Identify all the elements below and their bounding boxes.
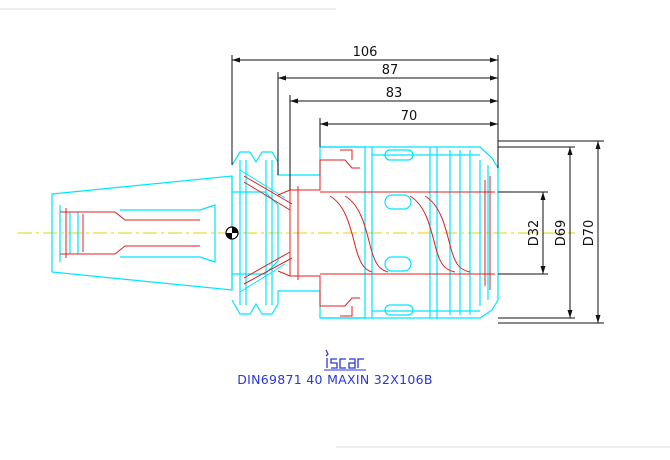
dim-bore-diameter: D32 bbox=[527, 220, 542, 247]
flange-hatch-cyan bbox=[239, 169, 286, 293]
center-point-marker bbox=[225, 226, 239, 240]
dimension-lines bbox=[231, 55, 604, 324]
dimension-arrows bbox=[232, 57, 601, 323]
drawing-caption: DIN69871 40 MAXIN 32X106B bbox=[237, 372, 433, 387]
flange-hatch bbox=[243, 175, 293, 285]
pull-stud-bore bbox=[60, 208, 200, 258]
dim-body-diameter: D69 bbox=[554, 220, 569, 247]
dim-length-3: 83 bbox=[386, 86, 403, 101]
chuck-body bbox=[320, 146, 499, 319]
iscar-logo bbox=[324, 349, 366, 371]
dim-length-overall: 106 bbox=[353, 45, 378, 60]
dim-length-2: 87 bbox=[382, 63, 399, 78]
dim-nose-diameter: D70 bbox=[582, 220, 597, 247]
dim-length-4: 70 bbox=[401, 109, 418, 124]
helical-pattern bbox=[329, 195, 471, 273]
